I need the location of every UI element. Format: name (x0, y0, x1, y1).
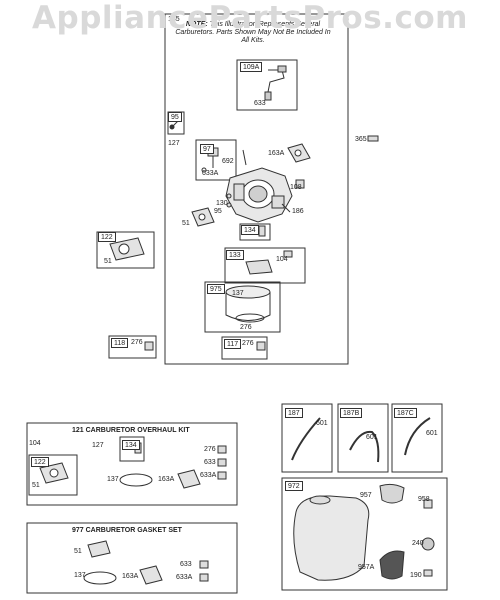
overhaul-kit-frame (26, 422, 238, 506)
label-95[interactable]: 95 (168, 112, 182, 122)
label-601[interactable]: 601 (316, 420, 328, 427)
label-127[interactable]: 127 (168, 140, 180, 147)
label-117[interactable]: 117 (224, 339, 242, 349)
fuel-tank-frame (281, 477, 448, 591)
label-51-b[interactable]: 51 (104, 258, 112, 265)
label-134[interactable]: 134 (241, 225, 259, 235)
label-137[interactable]: 137 (232, 290, 244, 297)
note-text: This Illustration Represents Several Car… (175, 21, 331, 44)
label-134-b[interactable]: 134 (122, 440, 140, 450)
label-109A[interactable]: 109A (240, 62, 263, 72)
label-958[interactable]: 958 (418, 496, 430, 503)
label-97[interactable]: 97 (200, 144, 214, 154)
label-187B[interactable]: 187B (340, 408, 363, 418)
gasket-set-frame (26, 522, 238, 594)
label-633-b[interactable]: 633 (204, 459, 216, 466)
label-633A-c[interactable]: 633A (176, 574, 193, 581)
label-365[interactable]: 365 (355, 136, 367, 143)
label-108[interactable]: 108 (290, 184, 302, 191)
box-187B (337, 403, 389, 473)
label-187C[interactable]: 187C (394, 408, 417, 418)
label-130[interactable]: 130 (216, 200, 228, 207)
label-163A-c[interactable]: 163A (122, 573, 139, 580)
label-276[interactable]: 276 (240, 324, 252, 331)
label-276-c[interactable]: 276 (242, 340, 254, 347)
label-187[interactable]: 187 (285, 408, 303, 418)
carburetor-note: NOTE: This Illustration Represents Sever… (172, 21, 334, 45)
note-part-number: 185 (168, 16, 180, 23)
box-122-a (96, 231, 155, 269)
main-carburetor-frame (164, 13, 349, 365)
label-957[interactable]: 957 (360, 492, 372, 499)
label-975[interactable]: 975 (207, 284, 225, 294)
label-190[interactable]: 190 (410, 572, 422, 579)
label-122[interactable]: 122 (98, 232, 116, 242)
label-137-b[interactable]: 137 (107, 476, 119, 483)
label-163A-b[interactable]: 163A (158, 476, 175, 483)
label-276-b[interactable]: 276 (131, 339, 143, 346)
label-118[interactable]: 118 (111, 338, 129, 348)
box-187 (281, 403, 333, 473)
label-692[interactable]: 692 (222, 158, 234, 165)
label-276-d[interactable]: 276 (204, 446, 216, 453)
label-51-d[interactable]: 51 (74, 548, 82, 555)
label-633-c[interactable]: 633 (180, 561, 192, 568)
label-240[interactable]: 240 (412, 540, 424, 547)
label-601-b[interactable]: 601 (366, 434, 378, 441)
box-97 (195, 139, 237, 181)
box-187C (391, 403, 443, 473)
label-186[interactable]: 186 (292, 208, 304, 215)
label-122-b[interactable]: 122 (31, 457, 49, 467)
label-633A[interactable]: 633A (202, 170, 219, 177)
note-heading: NOTE: (185, 21, 208, 28)
label-972[interactable]: 972 (285, 481, 303, 491)
box-133 (224, 247, 306, 284)
label-95-b[interactable]: 95 (214, 208, 222, 215)
box-118 (108, 335, 157, 359)
box-122-b (28, 454, 78, 496)
label-51[interactable]: 51 (182, 220, 190, 227)
label-104-b[interactable]: 104 (29, 440, 41, 447)
label-133[interactable]: 133 (226, 250, 244, 260)
label-51-c[interactable]: 51 (32, 482, 40, 489)
overhaul-kit-title: 121 CARBURETOR OVERHAUL KIT (72, 427, 190, 434)
label-633[interactable]: 633 (254, 100, 266, 107)
box-975 (204, 281, 281, 333)
box-109A (236, 59, 298, 111)
label-957A[interactable]: 957A (358, 564, 375, 571)
label-127-b[interactable]: 127 (92, 442, 104, 449)
box-134-b (119, 436, 145, 462)
label-601-c[interactable]: 601 (426, 430, 438, 437)
label-104[interactable]: 104 (276, 256, 288, 263)
gasket-set-title: 977 CARBURETOR GASKET SET (72, 527, 182, 534)
label-137-c[interactable]: 137 (74, 572, 86, 579)
label-163A[interactable]: 163A (268, 150, 285, 157)
label-633A-b[interactable]: 633A (200, 472, 217, 479)
watermark: AppliancePartsPros.com (32, 0, 468, 36)
box-117 (221, 336, 268, 360)
